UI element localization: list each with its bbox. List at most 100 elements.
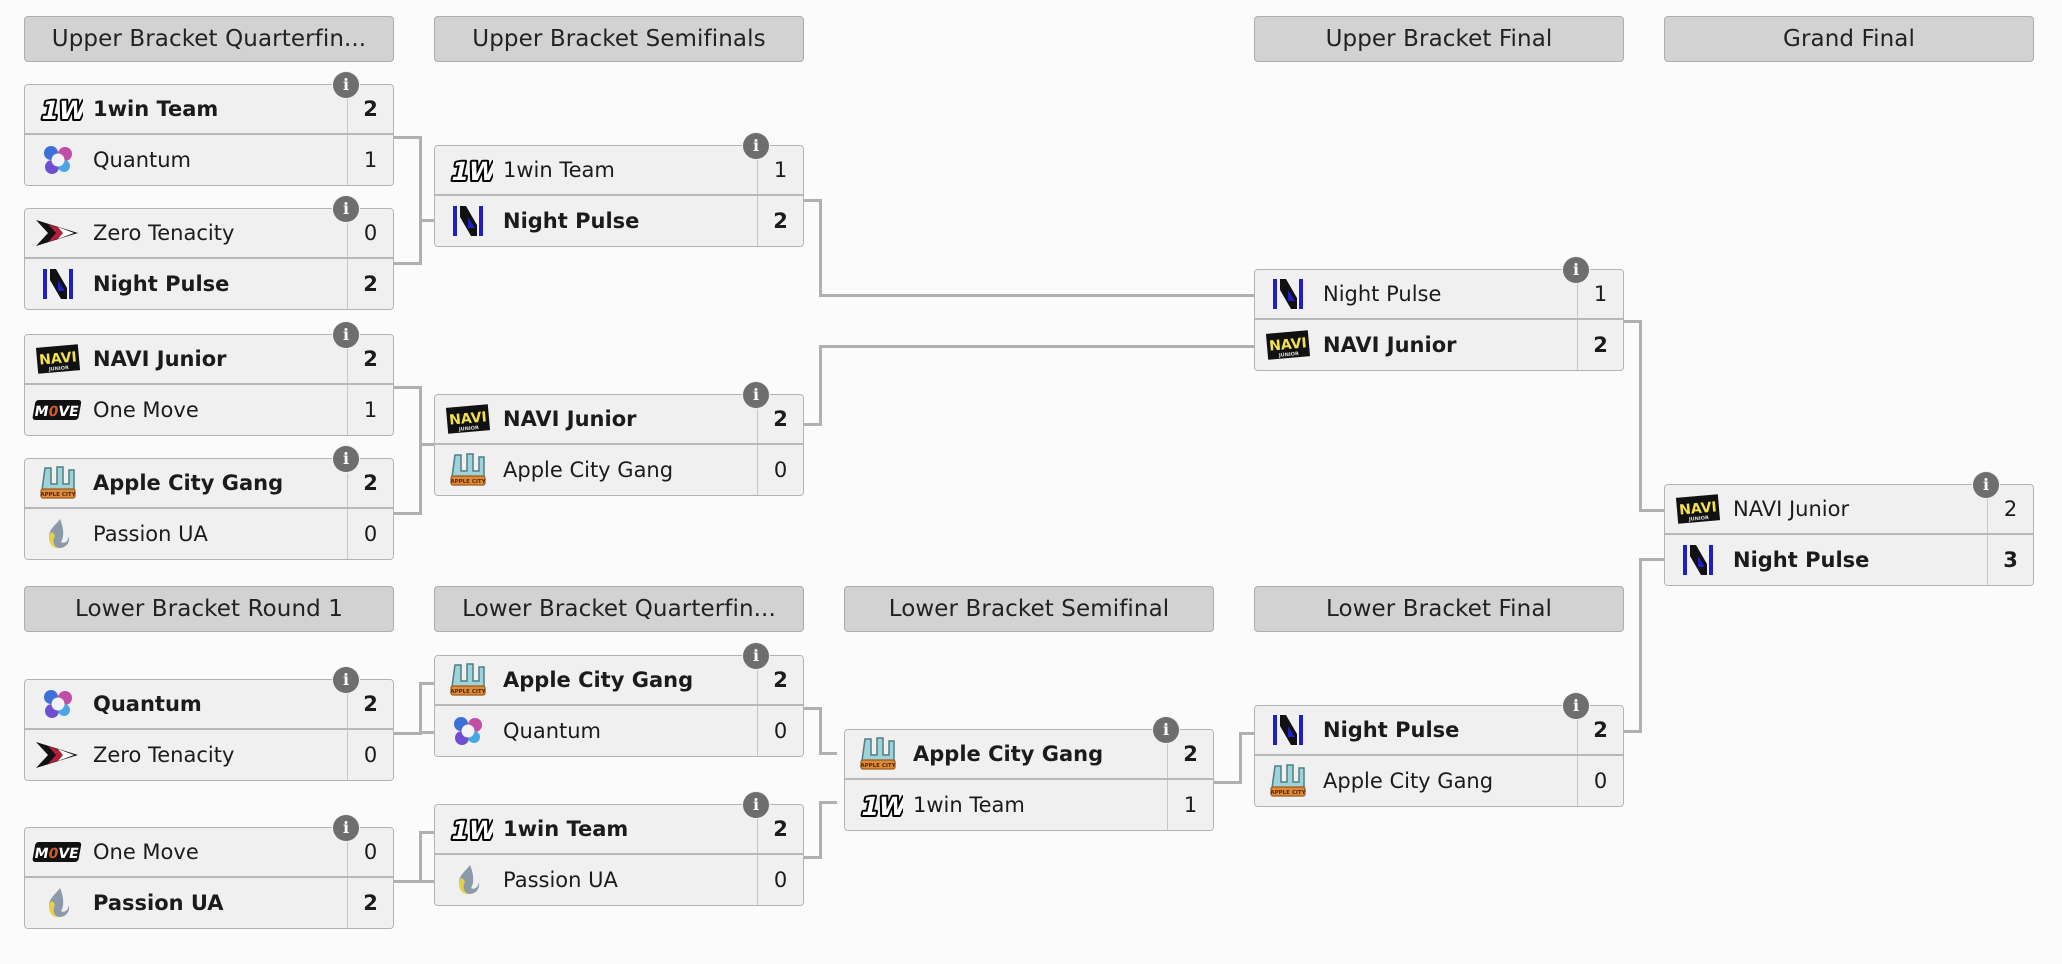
team-name: NAVI Junior (1733, 497, 1850, 521)
match-info-icon[interactable]: i (333, 72, 359, 98)
round-header-label: Upper Bracket Final (1325, 26, 1553, 52)
match-row-bottom[interactable]: Night Pulse 2 (25, 259, 393, 309)
connector (1639, 558, 1642, 733)
team-name: Apple City Gang (913, 742, 1104, 766)
connector (819, 707, 822, 755)
connector (1639, 509, 1667, 512)
match-info-icon[interactable]: i (743, 792, 769, 818)
match-info-icon[interactable]: i (743, 382, 769, 408)
round-header-lower-bracket-quarterfinals[interactable]: Lower Bracket Quarterfin... (434, 586, 804, 632)
match-row-bottom[interactable]: APPLE CITY Apple City Gang 0 (1255, 756, 1623, 806)
team-score: 2 (757, 805, 803, 853)
svg-text:1W: 1W (448, 157, 493, 185)
round-header-lower-bracket-final[interactable]: Lower Bracket Final (1254, 586, 1624, 632)
match-row-top[interactable]: M0VE One Move 0 (25, 828, 393, 878)
svg-text:1W: 1W (448, 157, 493, 185)
match-info-icon[interactable]: i (1563, 257, 1589, 283)
team-name: Night Pulse (1323, 718, 1460, 742)
match-row-bottom[interactable]: APPLE CITY Apple City Gang 0 (435, 445, 803, 495)
match-row-top[interactable]: Quantum 2 (25, 680, 393, 730)
svg-text:JUNIOR: JUNIOR (458, 425, 480, 433)
team-score: 0 (347, 209, 393, 257)
match-info-icon[interactable]: i (1973, 472, 1999, 498)
apple-city-gang-logo: APPLE CITY (441, 660, 495, 700)
match-info-icon[interactable]: i (1153, 717, 1179, 743)
match-row-bottom[interactable]: Passion UA 0 (25, 509, 393, 559)
match-lower-round1-2[interactable]: M0VE One Move 0 Passion UA 2 i (24, 815, 394, 929)
match-info-icon[interactable]: i (333, 667, 359, 693)
match-lower-bracket-final[interactable]: Night Pulse 2 APPLE CITY Apple City Gang… (1254, 693, 1624, 807)
round-header-grand-final[interactable]: Grand Final (1664, 16, 2034, 62)
round-header-upper-bracket-semifinals[interactable]: Upper Bracket Semifinals (434, 16, 804, 62)
match-upper-quarterfinal-4[interactable]: APPLE CITY Apple City Gang 2 Passion UA … (24, 446, 394, 560)
connector (1214, 781, 1242, 784)
connector (394, 262, 422, 265)
match-row-top[interactable]: APPLE CITY Apple City Gang 2 (845, 730, 1213, 780)
zero-tenacity-logo (31, 735, 85, 775)
svg-text:NAVI: NAVI (39, 349, 78, 368)
team-score: 0 (757, 706, 803, 756)
match-row-top[interactable]: APPLE CITY Apple City Gang 2 (25, 459, 393, 509)
match-row-bottom[interactable]: Quantum 0 (435, 706, 803, 756)
match-info-icon[interactable]: i (743, 643, 769, 669)
match-info-icon[interactable]: i (333, 322, 359, 348)
apple-city-gang-logo: APPLE CITY (1261, 761, 1315, 801)
team-score: 0 (757, 855, 803, 905)
match-row-bottom[interactable]: Quantum 1 (25, 135, 393, 185)
connector (804, 707, 822, 710)
match-row-top[interactable]: Night Pulse 1 (1255, 270, 1623, 320)
svg-text:NAVI: NAVI (1679, 499, 1718, 518)
round-header-upper-bracket-final[interactable]: Upper Bracket Final (1254, 16, 1624, 62)
match-info-icon[interactable]: i (333, 196, 359, 222)
match-row-top[interactable]: Night Pulse 2 (1255, 706, 1623, 756)
svg-text:1W: 1W (38, 96, 83, 124)
match-info-icon[interactable]: i (333, 815, 359, 841)
round-header-lower-bracket-round-1[interactable]: Lower Bracket Round 1 (24, 586, 394, 632)
round-header-lower-bracket-semifinal[interactable]: Lower Bracket Semifinal (844, 586, 1214, 632)
svg-text:1W: 1W (448, 816, 493, 844)
connector (394, 136, 422, 139)
connector (394, 512, 422, 515)
match-row-bottom[interactable]: M0VE One Move 1 (25, 385, 393, 435)
match-lower-quarterfinal-1[interactable]: APPLE CITY Apple City Gang 2 Quantum 0 i (434, 643, 804, 757)
connector (419, 731, 437, 734)
passion-ua-logo (441, 860, 495, 900)
round-header-label: Upper Bracket Semifinals (472, 26, 766, 52)
match-row-top[interactable]: APPLE CITY Apple City Gang 2 (435, 656, 803, 706)
match-row-bottom[interactable]: Zero Tenacity 0 (25, 730, 393, 780)
match-info-icon[interactable]: i (333, 446, 359, 472)
match-row-bottom[interactable]: Passion UA 2 (25, 878, 393, 928)
round-header-upper-bracket-quarterfinals[interactable]: Upper Bracket Quarterfin... (24, 16, 394, 62)
connector (804, 199, 822, 202)
match-info-icon[interactable]: i (1563, 693, 1589, 719)
match-row-bottom[interactable]: Night Pulse 2 (435, 196, 803, 246)
connector (419, 443, 437, 446)
team-score: 0 (347, 730, 393, 780)
match-upper-quarterfinal-2[interactable]: Zero Tenacity 0 Night Pulse 2 i (24, 196, 394, 310)
night-pulse-logo (1671, 540, 1725, 580)
match-row-bottom[interactable]: Night Pulse 3 (1665, 535, 2033, 585)
match-lower-round1-1[interactable]: Quantum 2 Zero Tenacity 0 i (24, 667, 394, 781)
svg-text:APPLE CITY: APPLE CITY (450, 479, 486, 485)
match-row-top[interactable]: Zero Tenacity 0 (25, 209, 393, 259)
match-row-bottom[interactable]: Passion UA 0 (435, 855, 803, 905)
match-info-icon[interactable]: i (743, 133, 769, 159)
